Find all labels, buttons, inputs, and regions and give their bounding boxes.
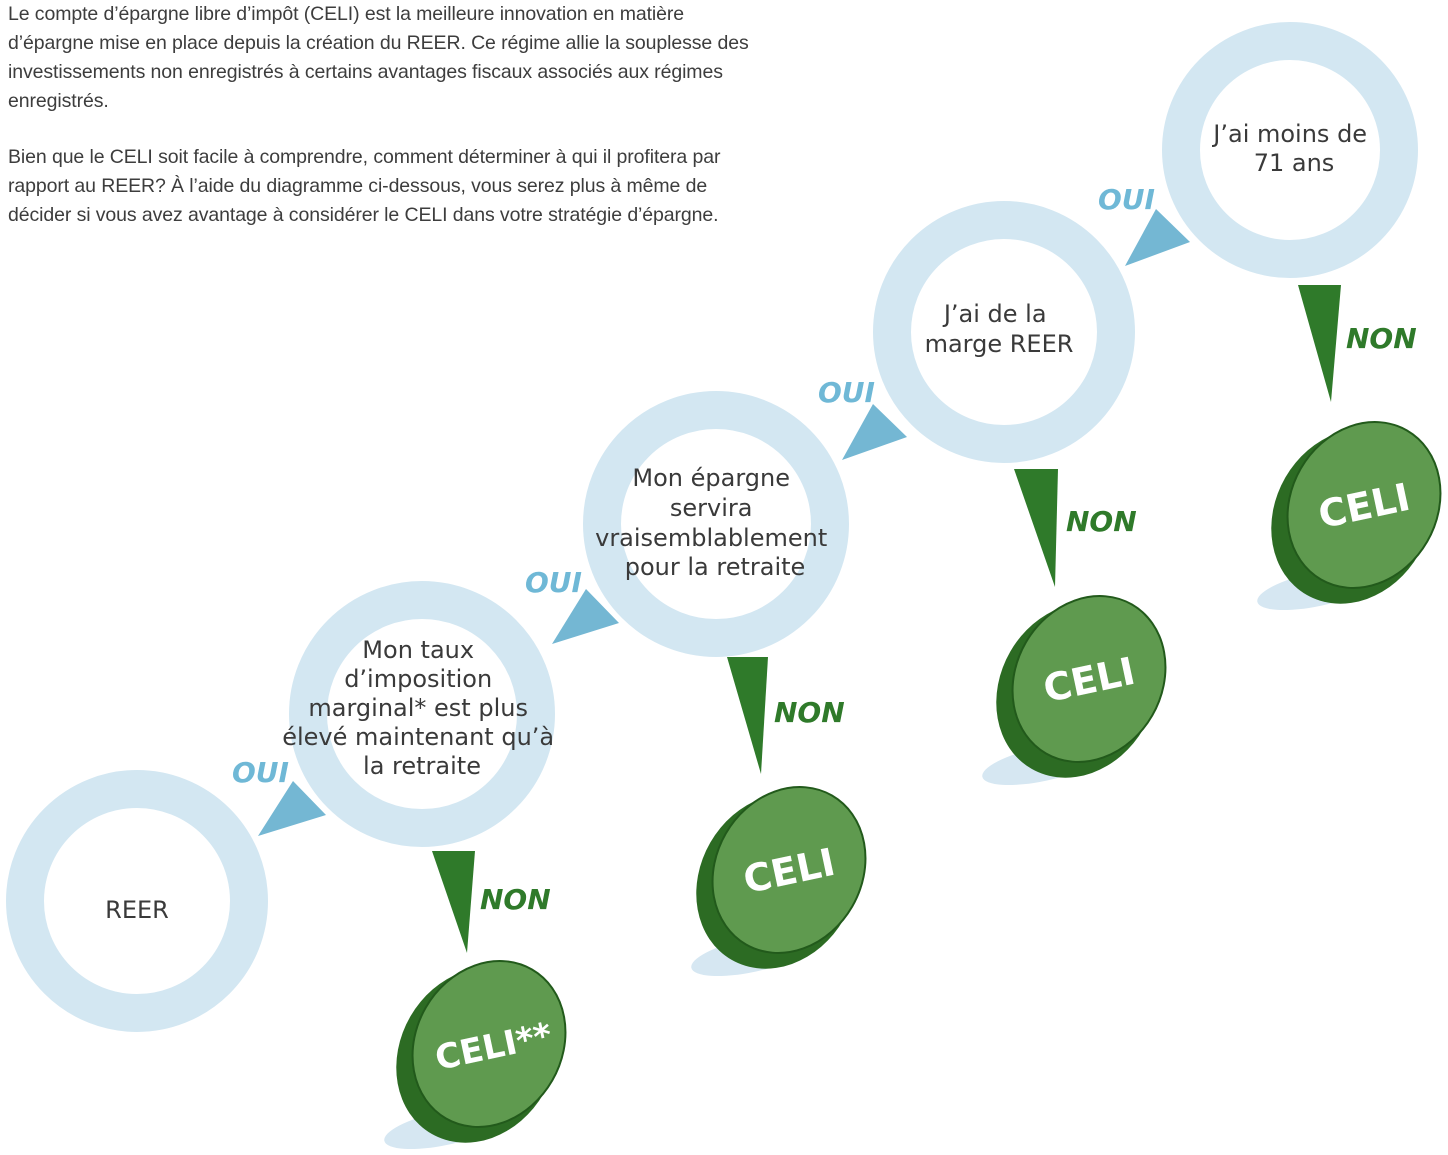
no-arrow-3 xyxy=(727,657,768,774)
question-tax-rate: Mon taux d’imposition marginal* est plus… xyxy=(282,581,562,847)
coin-face xyxy=(1286,421,1442,589)
result-reer-text: REER xyxy=(105,896,169,924)
question-age-text: J’ai moins de 71 ans xyxy=(1211,120,1374,177)
yes-branches: OUI OUI OUI OUI xyxy=(232,183,1190,836)
intro-paragraph-2: Bien que le CELI soit facile à comprendr… xyxy=(8,146,721,226)
question-retirement-line-2: servira xyxy=(670,494,753,522)
no-label-1: NON xyxy=(1346,322,1417,355)
intro-text: Le compte d’épargne libre d’impôt (CELI)… xyxy=(8,0,768,257)
no-arrow-1 xyxy=(1298,285,1341,402)
question-ring xyxy=(289,581,555,847)
question-retirement-line-4: pour la retraite xyxy=(625,553,806,581)
question-retirement-savings: Mon épargne servira vraisemblablement po… xyxy=(583,391,849,657)
yes-label-3: OUI xyxy=(525,566,582,599)
question-tax-rate-text: Mon taux d’imposition marginal* est plus… xyxy=(282,636,562,780)
question-retirement-line-1: Mon épargne xyxy=(632,464,790,492)
result-celi-coin-3: CELI xyxy=(691,786,867,977)
intro-paragraph-1: Le compte d’épargne libre d’impôt (CELI)… xyxy=(8,3,749,112)
result-ring xyxy=(6,770,268,1032)
yes-arrow-3 xyxy=(552,589,619,644)
question-age-line-1: J’ai moins de xyxy=(1211,120,1367,148)
question-retirement-savings-text: Mon épargne servira vraisemblablement po… xyxy=(595,464,835,581)
question-tax-line-4: élevé maintenant qu’à xyxy=(282,723,554,751)
question-ring xyxy=(1162,22,1418,278)
yes-label-2: OUI xyxy=(818,376,875,409)
yes-arrow-1 xyxy=(1125,209,1190,266)
result-celi-coin-2: CELI xyxy=(982,595,1167,786)
no-branches: NON NON NON NON xyxy=(432,285,1417,953)
question-rrsp-room-line-1: J’ai de la xyxy=(942,300,1047,328)
result-celi-coin-4: CELI** xyxy=(384,960,567,1150)
yes-label-4: OUI xyxy=(232,756,289,789)
coin-face xyxy=(711,786,867,954)
no-label-2: NON xyxy=(1066,505,1137,538)
yes-arrow-2 xyxy=(842,404,907,460)
question-age: J’ai moins de 71 ans xyxy=(1162,22,1418,278)
result-celi-coin-1: CELI xyxy=(1257,421,1442,611)
coin-face xyxy=(1011,595,1167,763)
coin-face xyxy=(411,960,567,1128)
question-rrsp-room: J’ai de la marge REER xyxy=(873,201,1135,463)
question-rrsp-room-line-2: marge REER xyxy=(925,330,1074,358)
question-ring xyxy=(873,201,1135,463)
no-label-4: NON xyxy=(480,883,551,916)
question-ring xyxy=(583,391,849,657)
result-reer: REER xyxy=(6,770,268,1032)
question-tax-line-1: Mon taux xyxy=(362,636,474,664)
yes-label-1: OUI xyxy=(1098,183,1155,216)
question-tax-line-3: marginal* est plus xyxy=(308,694,528,722)
question-retirement-line-3: vraisemblablement xyxy=(595,524,827,552)
no-label-3: NON xyxy=(774,696,845,729)
yes-arrow-4 xyxy=(258,781,326,836)
question-rrsp-room-text: J’ai de la marge REER xyxy=(925,300,1074,358)
question-tax-line-2: d’imposition xyxy=(344,665,492,693)
no-arrow-2 xyxy=(1014,469,1058,587)
question-tax-line-5: la retraite xyxy=(363,752,481,780)
no-arrow-4 xyxy=(432,851,475,953)
question-age-line-2: 71 ans xyxy=(1254,149,1335,177)
